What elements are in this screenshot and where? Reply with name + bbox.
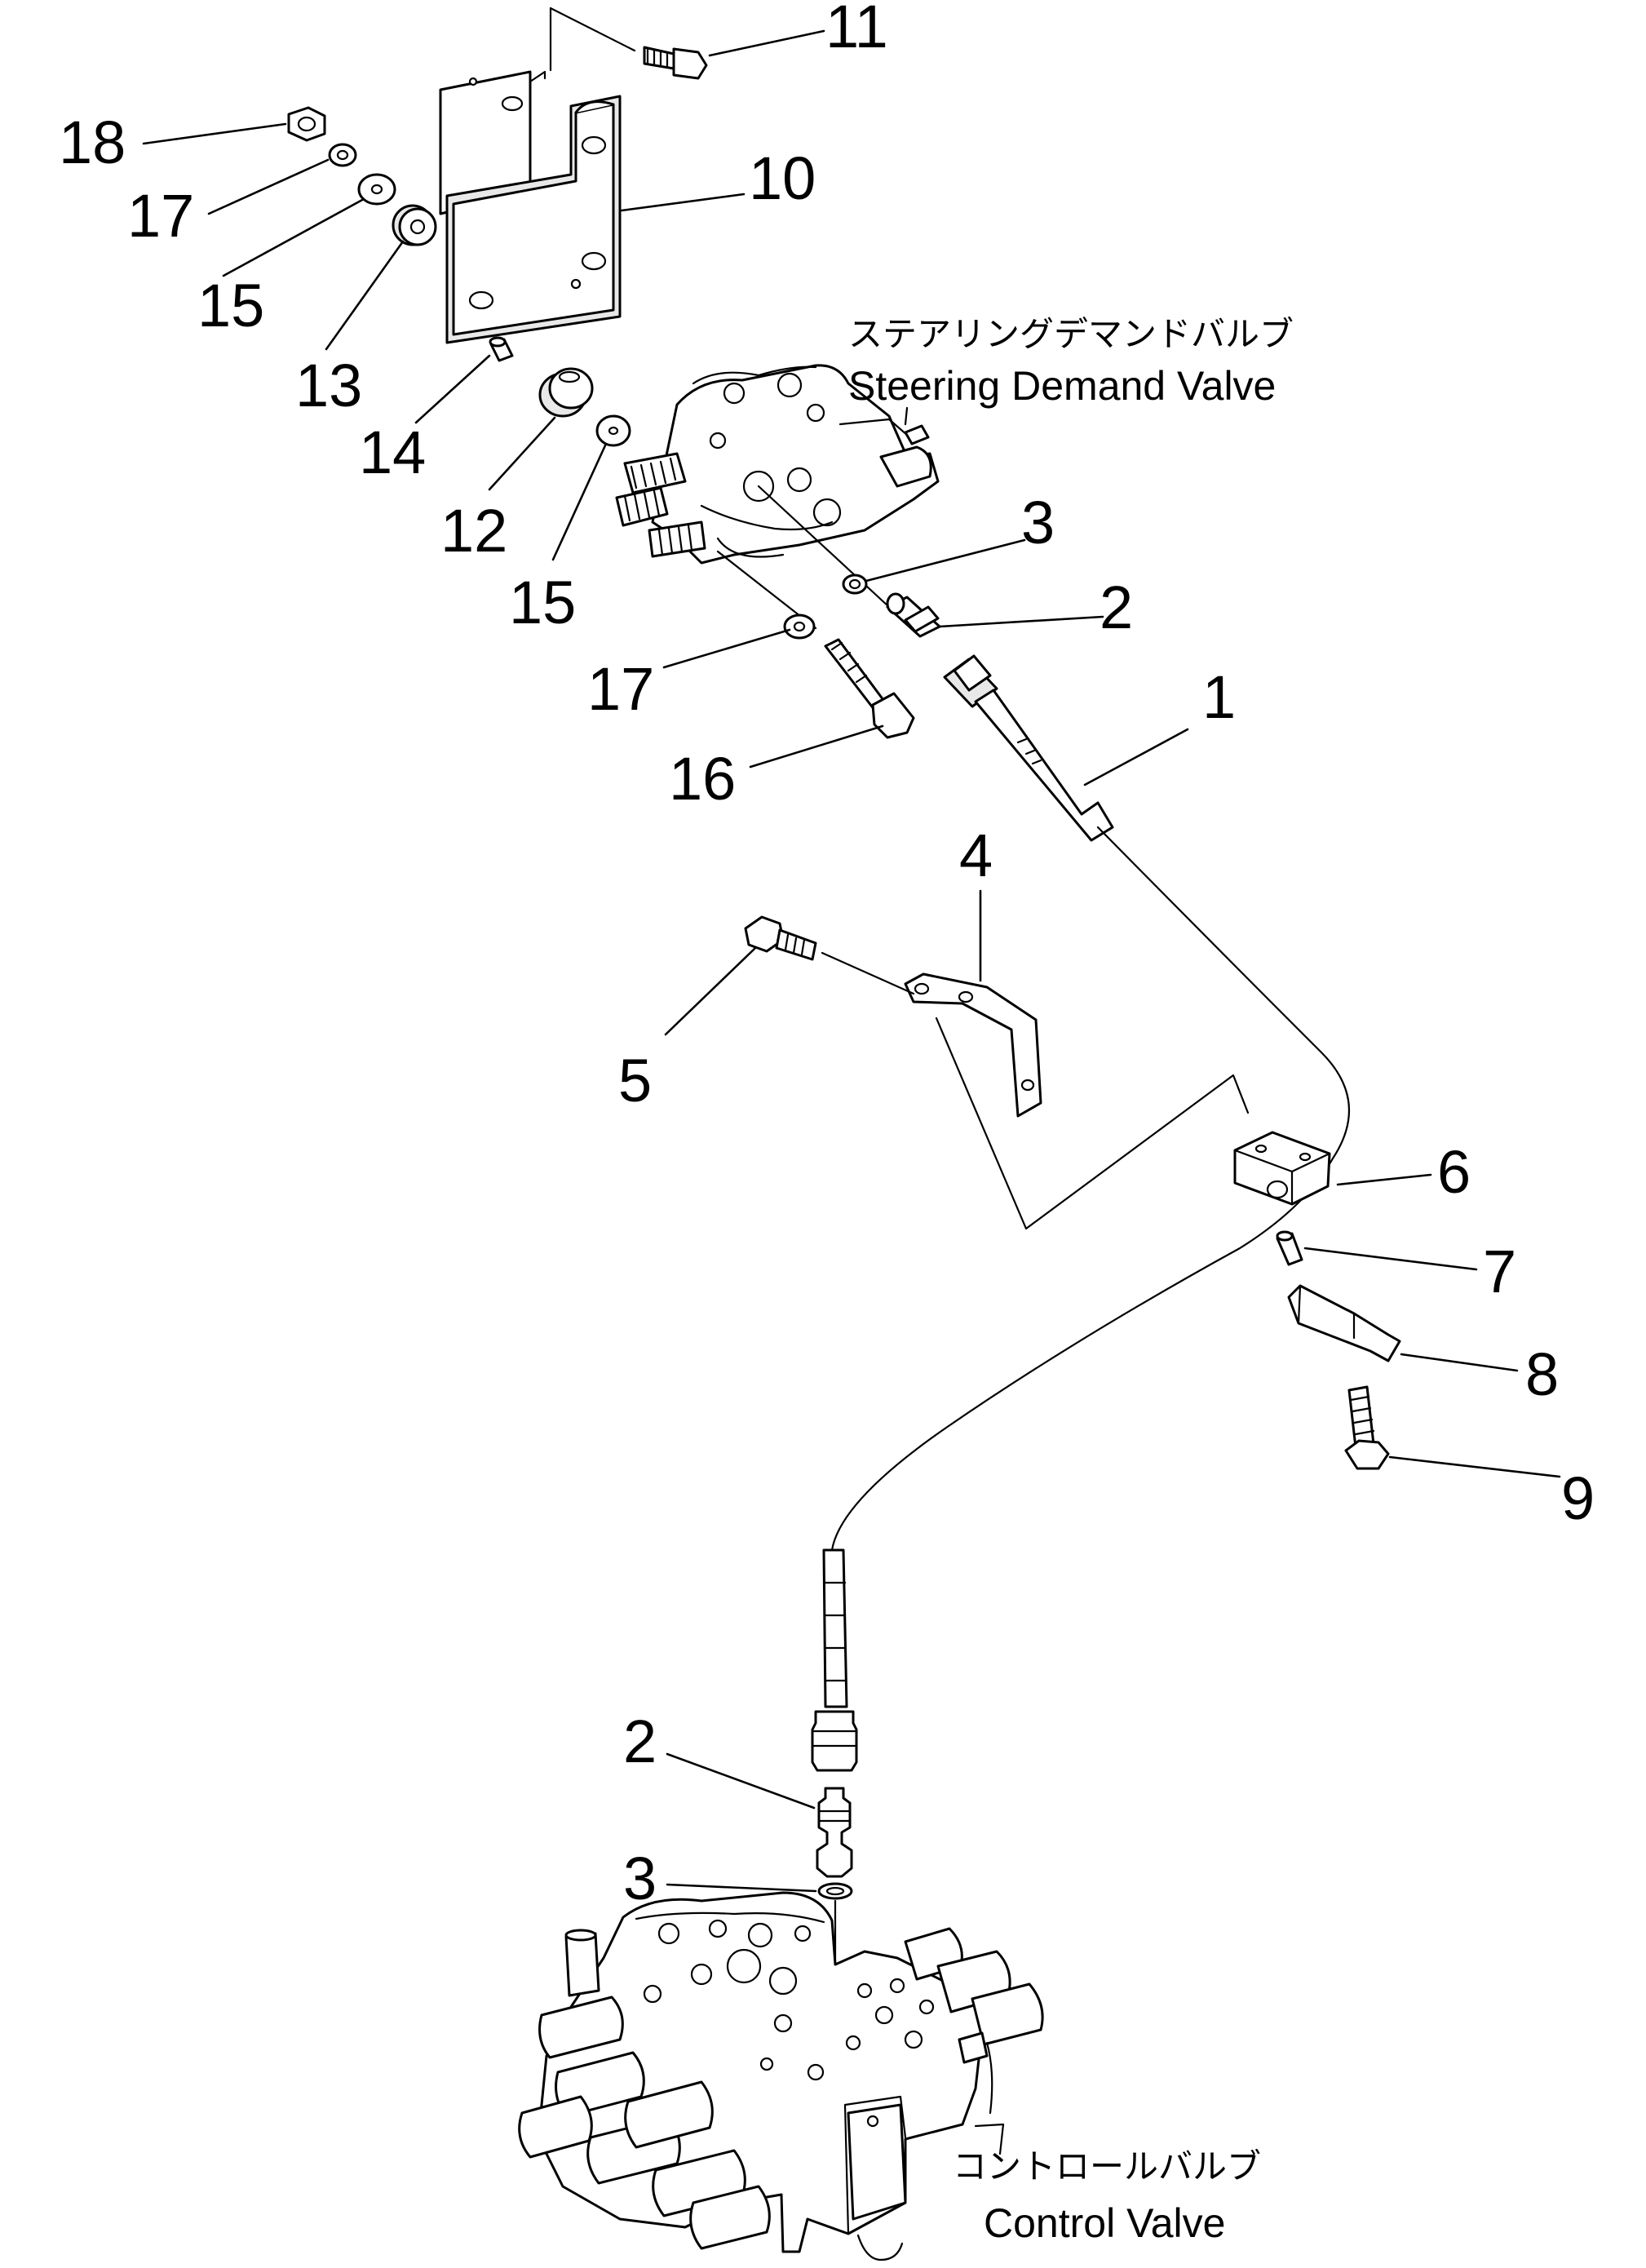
callout-1: 1 [1202,663,1236,731]
flat-washer [357,173,396,206]
clamp-bolt-axis [821,951,915,995]
callout-8: 8 [1525,1340,1559,1408]
control-valve-label: コントロールバルブ Control Valve [953,2146,1261,2246]
callout-2-upper: 2 [1100,574,1133,641]
steering-valve-label: ステアリングデマンドバルブ Steering Demand Valve [848,314,1294,409]
adapter-fitting-upper [886,592,941,638]
leader-lines [142,29,1561,1893]
plate-bolt [1344,1385,1390,1470]
clamp-leader-zigzag [935,1017,1250,1230]
bracket-bolt [549,7,708,80]
callout-3-upper: 3 [1021,489,1055,556]
callout-9: 9 [1561,1464,1595,1532]
assembly-center-line [757,485,891,609]
callout-18: 18 [59,109,126,176]
hose-block [1233,1131,1331,1206]
adapter-fitting-lower [816,1787,853,1878]
pin [1276,1230,1303,1266]
callout-15-lower: 15 [509,569,576,636]
collar [489,336,514,362]
callouts: 11 18 10 17 15 13 14 12 15 3 2 1 17 16 4… [59,0,1595,1912]
callout-5: 5 [618,1047,652,1114]
callout-17-lower: 17 [587,655,654,723]
callout-10: 10 [749,144,816,212]
washer-17-lower [783,614,816,640]
control-valve-label-jp: コントロールバルブ [953,2146,1261,2186]
callout-14: 14 [359,419,426,486]
callout-12: 12 [440,497,507,565]
hex-nut [287,106,326,142]
callout-6: 6 [1437,1138,1471,1206]
clamp-bracket [904,972,1042,1118]
callout-16: 16 [669,745,736,813]
cushion [538,367,594,418]
hose-line [830,826,1350,1552]
control-valve-label-en: Control Valve [984,2200,1225,2246]
callout-13: 13 [295,352,362,419]
clamp-bolt [744,915,817,961]
callout-7: 7 [1483,1238,1516,1305]
callout-15-upper: 15 [197,272,264,339]
rubber-mount [392,204,437,246]
washer-lower [595,414,631,447]
callout-3-lower: 3 [623,1845,657,1912]
callout-11: 11 [825,0,888,60]
steering-valve-label-jp: ステアリングデマンドバルブ [848,314,1294,354]
mounting-bracket [439,70,622,344]
o-ring-upper [842,574,868,595]
o-ring-lower [817,1882,853,1900]
retaining-plate [1287,1284,1401,1362]
callout-17-upper: 17 [127,182,194,250]
hose-lower-fitting [811,1548,858,1772]
bolt-16 [824,638,915,739]
steering-demand-valve [615,364,940,565]
control-valve [518,1891,1044,2261]
callout-2-lower: 2 [623,1708,657,1775]
spring-washer [328,143,357,167]
callout-4: 4 [959,822,993,889]
steering-valve-label-en: Steering Demand Valve [848,363,1276,409]
hose-upper-fitting [943,654,1114,842]
